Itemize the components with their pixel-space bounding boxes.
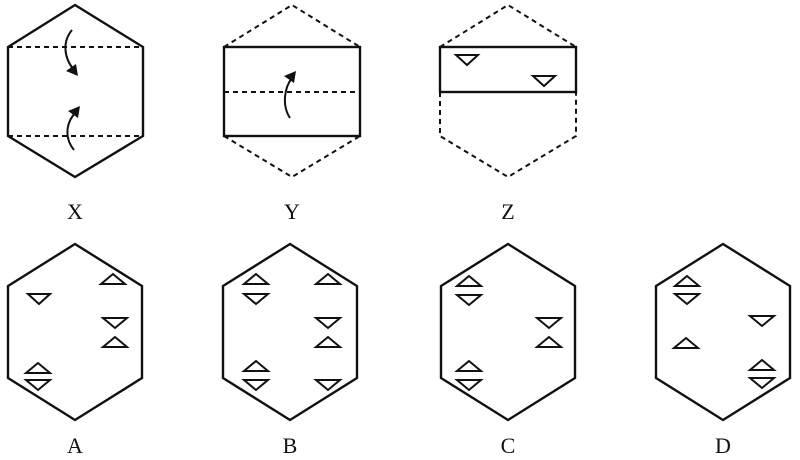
- c-hole: [534, 335, 564, 348]
- d-label: D: [715, 433, 731, 458]
- b-hole: [313, 317, 343, 330]
- option-a[interactable]: A: [6, 242, 144, 458]
- a-hole: [23, 379, 53, 392]
- option-b[interactable]: B: [221, 242, 359, 458]
- c-hole: [454, 359, 484, 372]
- c-hole: [454, 379, 484, 392]
- a-hole: [98, 272, 128, 285]
- b-hole: [313, 335, 343, 348]
- d-hole: [672, 293, 702, 306]
- option-d[interactable]: D: [654, 242, 792, 458]
- x-hexagon: [6, 3, 145, 179]
- b-hole: [313, 379, 343, 392]
- a-hole: [25, 293, 53, 306]
- figure-z: Z: [438, 3, 578, 224]
- figure-y: Y: [222, 3, 362, 224]
- a-label: A: [67, 433, 83, 458]
- a-hole: [100, 317, 130, 330]
- c-hole: [454, 294, 484, 307]
- x-label: X: [67, 199, 83, 224]
- b-hole: [313, 272, 343, 285]
- a-hole: [23, 361, 53, 374]
- d-hole: [747, 377, 777, 390]
- b-label: B: [283, 433, 298, 458]
- y-label: Y: [284, 199, 300, 224]
- c-hole: [534, 317, 564, 330]
- y-folded-bottom-outline: [223, 135, 361, 179]
- c-label: C: [501, 433, 516, 458]
- x-fold-up-arrow-icon: [66, 106, 80, 151]
- b-hole: [241, 293, 271, 306]
- d-hole: [747, 315, 777, 328]
- d-hole: [747, 358, 777, 371]
- b-hole: [241, 379, 271, 392]
- z-folded-lower-outline: [439, 92, 577, 179]
- figure-x: X: [6, 3, 145, 224]
- z-hole-triangle-2: [530, 75, 558, 88]
- z-folded-top-outline: [439, 3, 577, 48]
- a-hole: [100, 335, 130, 348]
- a-hexagon: [6, 242, 144, 422]
- b-hole: [241, 359, 271, 372]
- b-hole: [241, 272, 271, 285]
- z-label: Z: [501, 199, 514, 224]
- option-c[interactable]: C: [439, 242, 577, 458]
- y-fold-up-arrow-icon: [284, 71, 296, 119]
- b-hexagon: [221, 242, 359, 422]
- y-folded-top-outline: [223, 3, 361, 48]
- x-fold-down-arrow-icon: [64, 29, 78, 76]
- z-hole-triangle-1: [453, 54, 481, 67]
- c-hole: [454, 274, 484, 287]
- d-hexagon: [654, 242, 792, 422]
- d-hole: [672, 274, 702, 287]
- c-hexagon: [439, 242, 577, 422]
- z-folded-strip: [438, 45, 578, 94]
- d-hole: [671, 336, 701, 349]
